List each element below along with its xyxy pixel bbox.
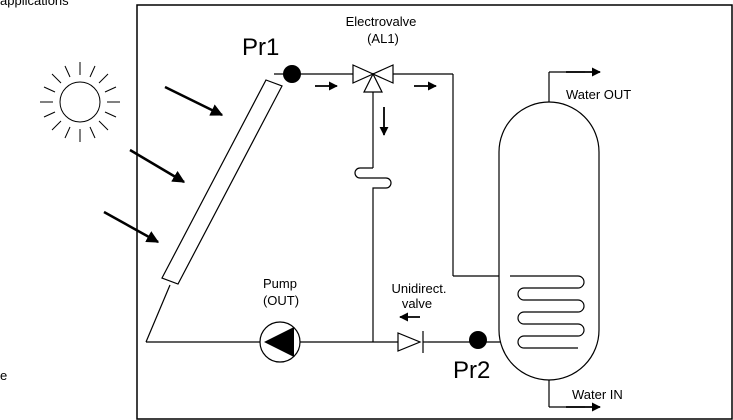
solar-collector-panel <box>161 79 283 285</box>
tank-coil-icon <box>510 275 585 349</box>
electrovalve-id-label: (AL1) <box>367 31 399 46</box>
piping <box>145 71 585 408</box>
electrovalve-label: Electrovalve <box>346 14 417 29</box>
pump-icon <box>259 321 301 363</box>
sun-rays <box>103 85 224 244</box>
storage-tank <box>498 101 600 381</box>
sun-ray-arrow <box>164 85 224 117</box>
check-valve-sublabel: valve <box>402 296 432 311</box>
pipe-segment <box>145 284 171 343</box>
sensor-pr2-label: Pr2 <box>453 357 490 384</box>
sun-ray-arrow <box>129 148 186 184</box>
electrovalve-icon <box>352 64 394 93</box>
flow-arrows <box>315 67 601 412</box>
cropped-top-text: applications <box>0 0 69 8</box>
pump-label: Pump <box>263 276 297 291</box>
sensor-pr1-icon <box>283 65 301 83</box>
water-out-label: Water OUT <box>566 87 631 102</box>
cropped-left-text: e <box>0 368 7 383</box>
diagram-frame <box>136 4 733 420</box>
water-in-label: Water IN <box>572 387 623 402</box>
sensor-pr1-label: Pr1 <box>242 34 279 61</box>
bypass-coil-icon <box>354 167 392 190</box>
check-valve-label: Unidirect. <box>392 281 447 296</box>
check-valve-icon <box>397 331 428 353</box>
sun-icon <box>40 62 120 142</box>
pump-mode-label: (OUT) <box>263 293 299 308</box>
sensor-pr2-icon <box>469 331 487 349</box>
sun-ray-arrow <box>103 210 160 244</box>
